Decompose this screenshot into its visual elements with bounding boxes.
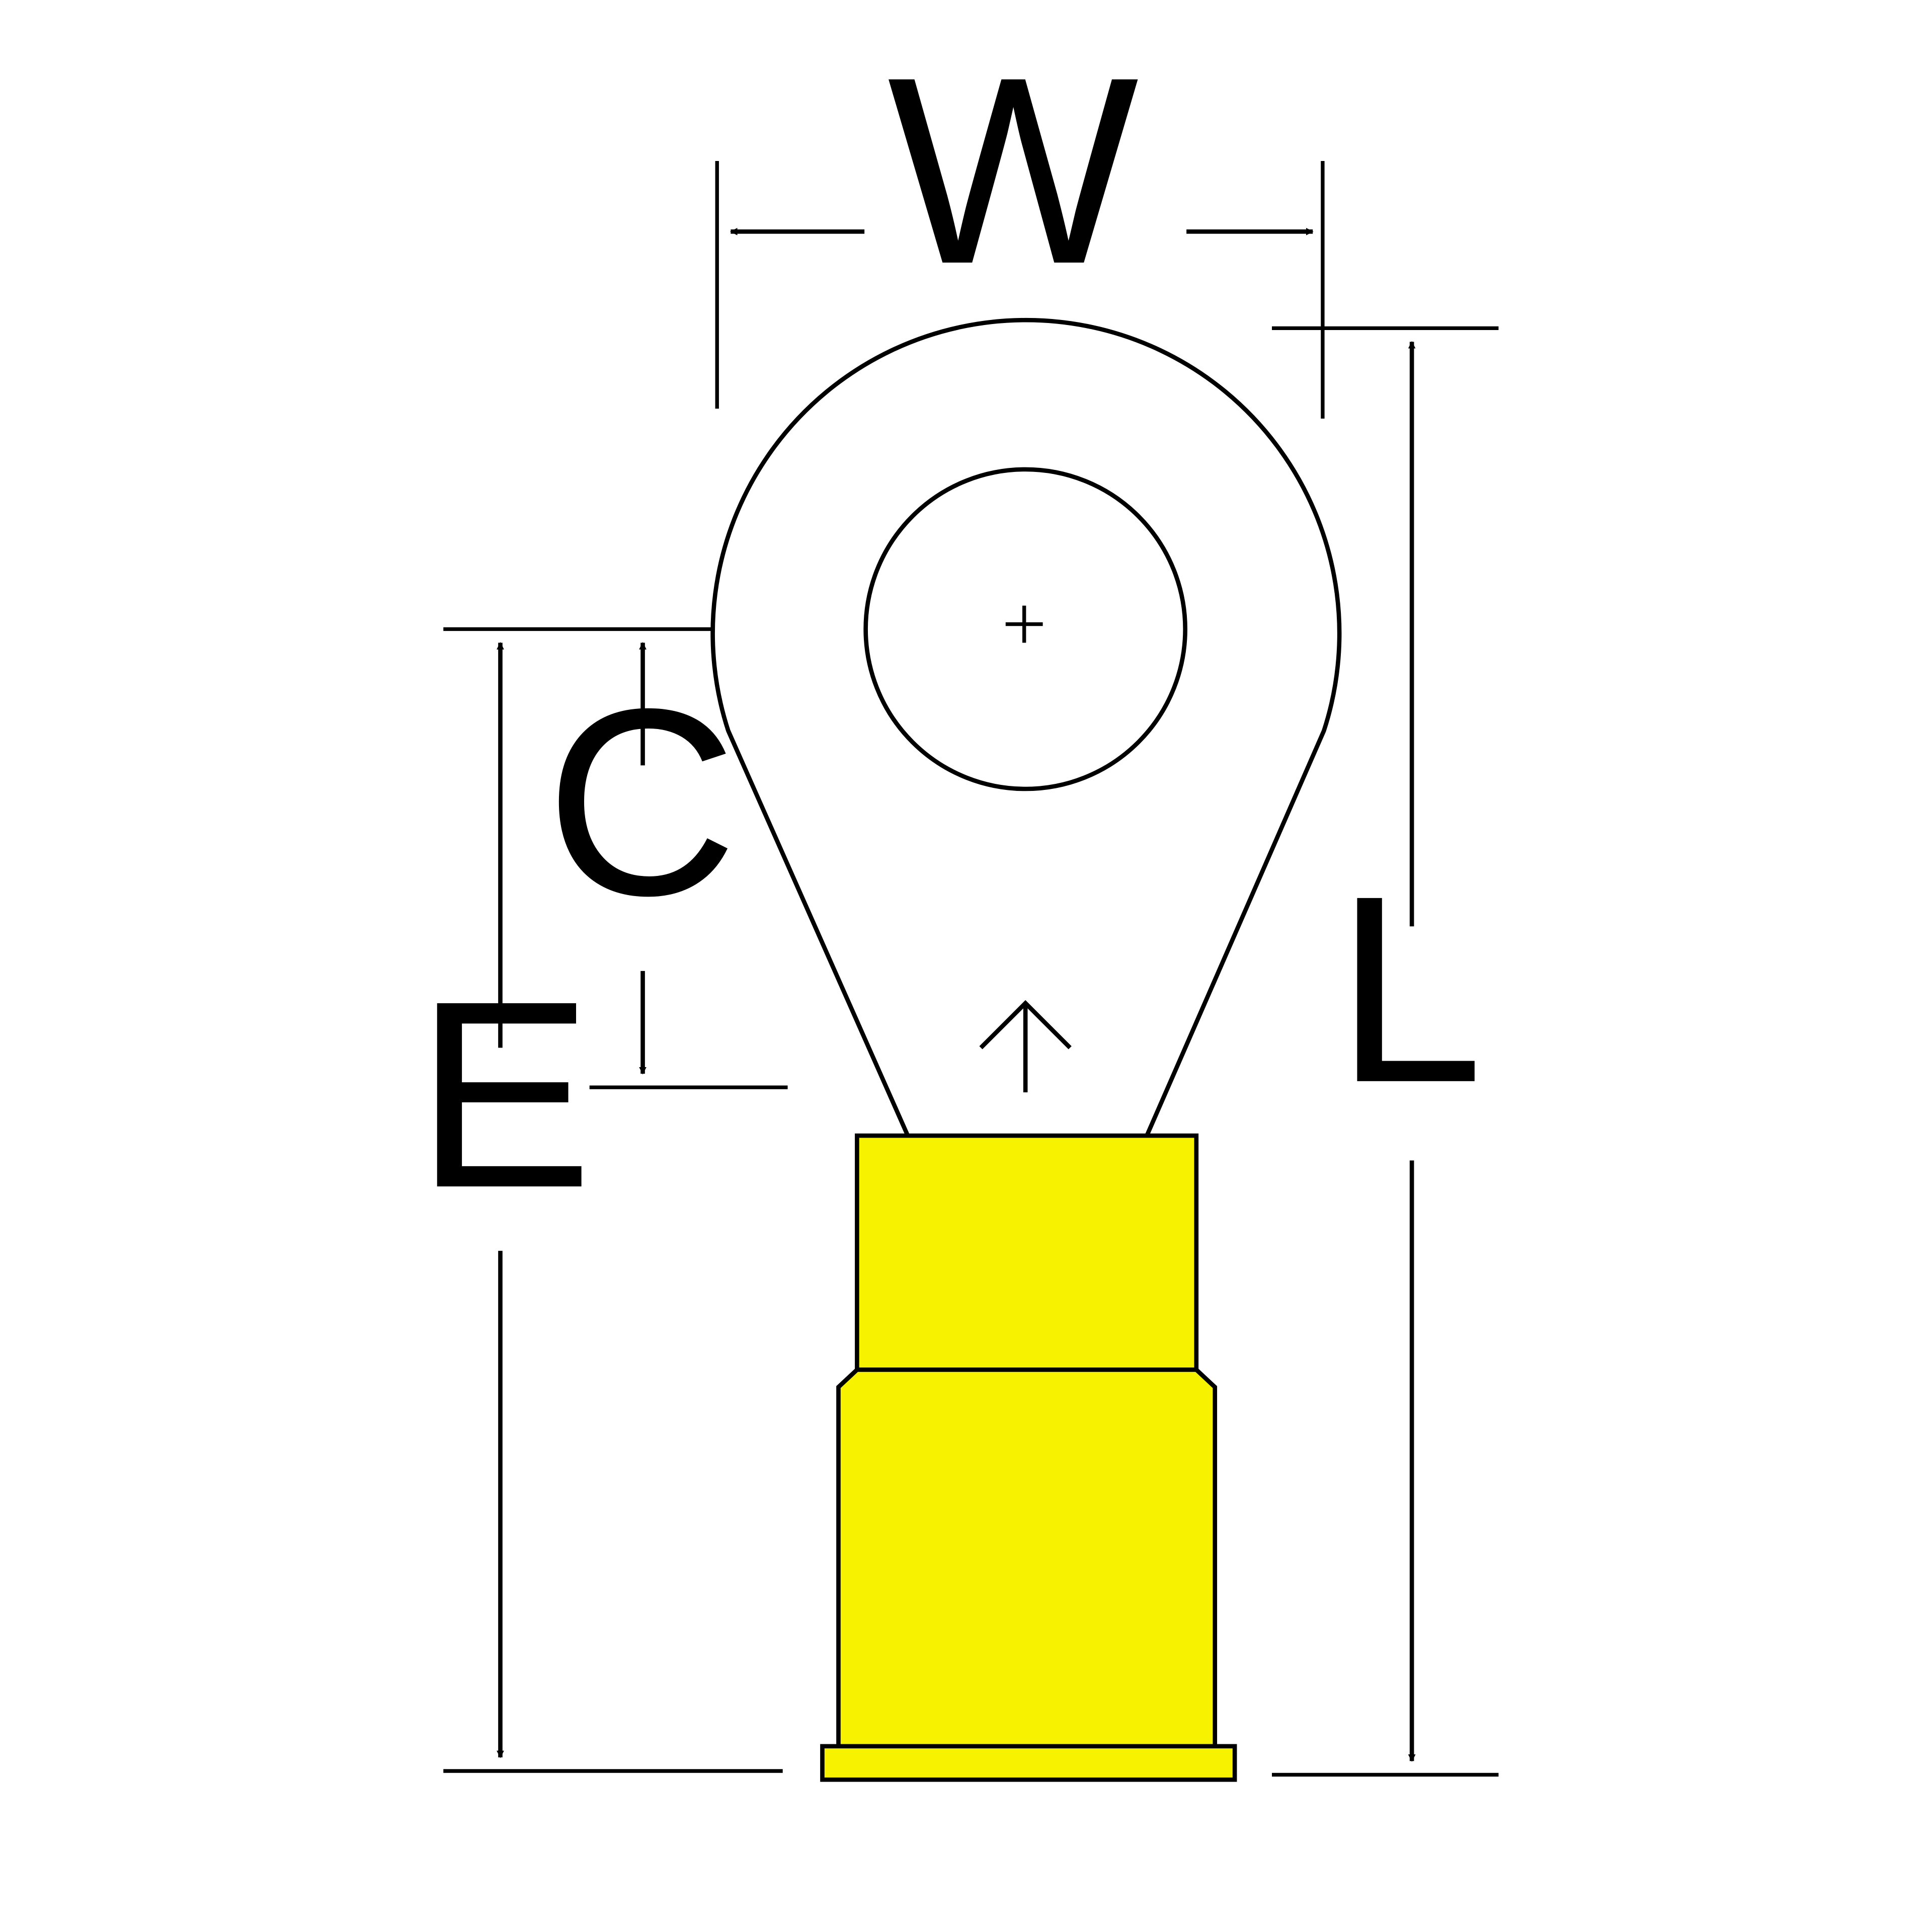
crosshair-plus-icon [1005,605,1043,643]
width-dimension [715,161,1325,419]
center-to-barrel-dimension [589,642,788,1089]
width-label: W [888,22,1141,319]
up-arrow-icon [979,1000,1072,1093]
length-dimension [1272,326,1499,1777]
center-to-end-label: E [415,946,593,1243]
insulation-sleeve [820,1133,1237,1782]
center-to-barrel-label: C [545,654,738,951]
insulation-upper-section [855,1133,1199,1372]
insulation-lower-section [836,1367,1218,1749]
length-label: L [1335,841,1483,1138]
insulation-flange [820,1744,1237,1782]
